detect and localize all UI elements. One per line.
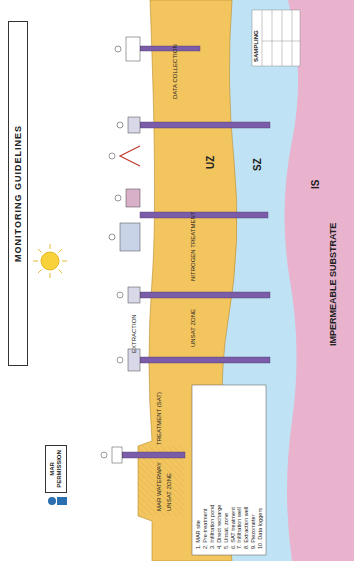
zone-label: UNSAT ZONE <box>166 473 173 511</box>
legend-item: 2. Pre-treatment <box>202 509 208 549</box>
part-label: DATA COLLECTION <box>172 44 179 99</box>
legend-item: 1. MAR site <box>195 520 201 549</box>
legend-item: 4. Direct recharge <box>216 505 222 549</box>
zone-label: SZ <box>252 158 264 171</box>
legend-item: 6. SAT treatment <box>230 507 236 549</box>
callout-circles <box>101 46 123 458</box>
substrate-label: IMPERMEABLE SUBSTRATE <box>328 223 338 346</box>
legend-item: 9. Piezometer <box>250 514 256 549</box>
devices <box>48 37 140 505</box>
zone-label: IS <box>310 180 322 189</box>
sun-symbol <box>33 244 67 278</box>
legend-item: 10. Data loggers <box>257 508 263 549</box>
permission-box: MAR PERMISSION <box>45 445 67 493</box>
table-header: SAMPLING <box>253 30 260 62</box>
part-label: NITROGEN TREATMENT <box>190 212 197 281</box>
substrate-band: IS IMPERMEABLE SUBSTRATE <box>290 0 354 561</box>
part-label: TREATMENT (SAT) <box>156 392 163 445</box>
legend-box <box>192 385 266 555</box>
legend-item: 8. Extraction well <box>243 507 249 549</box>
legend-item: 5. Unsat. zone <box>223 513 229 549</box>
title-box: MONITORING GUIDELINES <box>8 21 28 366</box>
title-text: MONITORING GUIDELINES <box>13 30 23 357</box>
sample-table <box>252 10 300 66</box>
zone-label: MAR WATERWAY <box>156 462 163 511</box>
part-label: EXTRACTION <box>131 314 138 353</box>
box-label: MAR PERMISSION <box>49 449 63 489</box>
zone-label: UZ <box>205 156 217 169</box>
saturated-zone-band: SZ <box>230 0 290 561</box>
zone-label: UNSAT ZONE <box>190 309 197 347</box>
legend-item: 7. Infiltration well <box>236 507 242 549</box>
legend-item: 3. Infiltration pond <box>209 505 215 549</box>
substrate-ground <box>284 0 354 561</box>
